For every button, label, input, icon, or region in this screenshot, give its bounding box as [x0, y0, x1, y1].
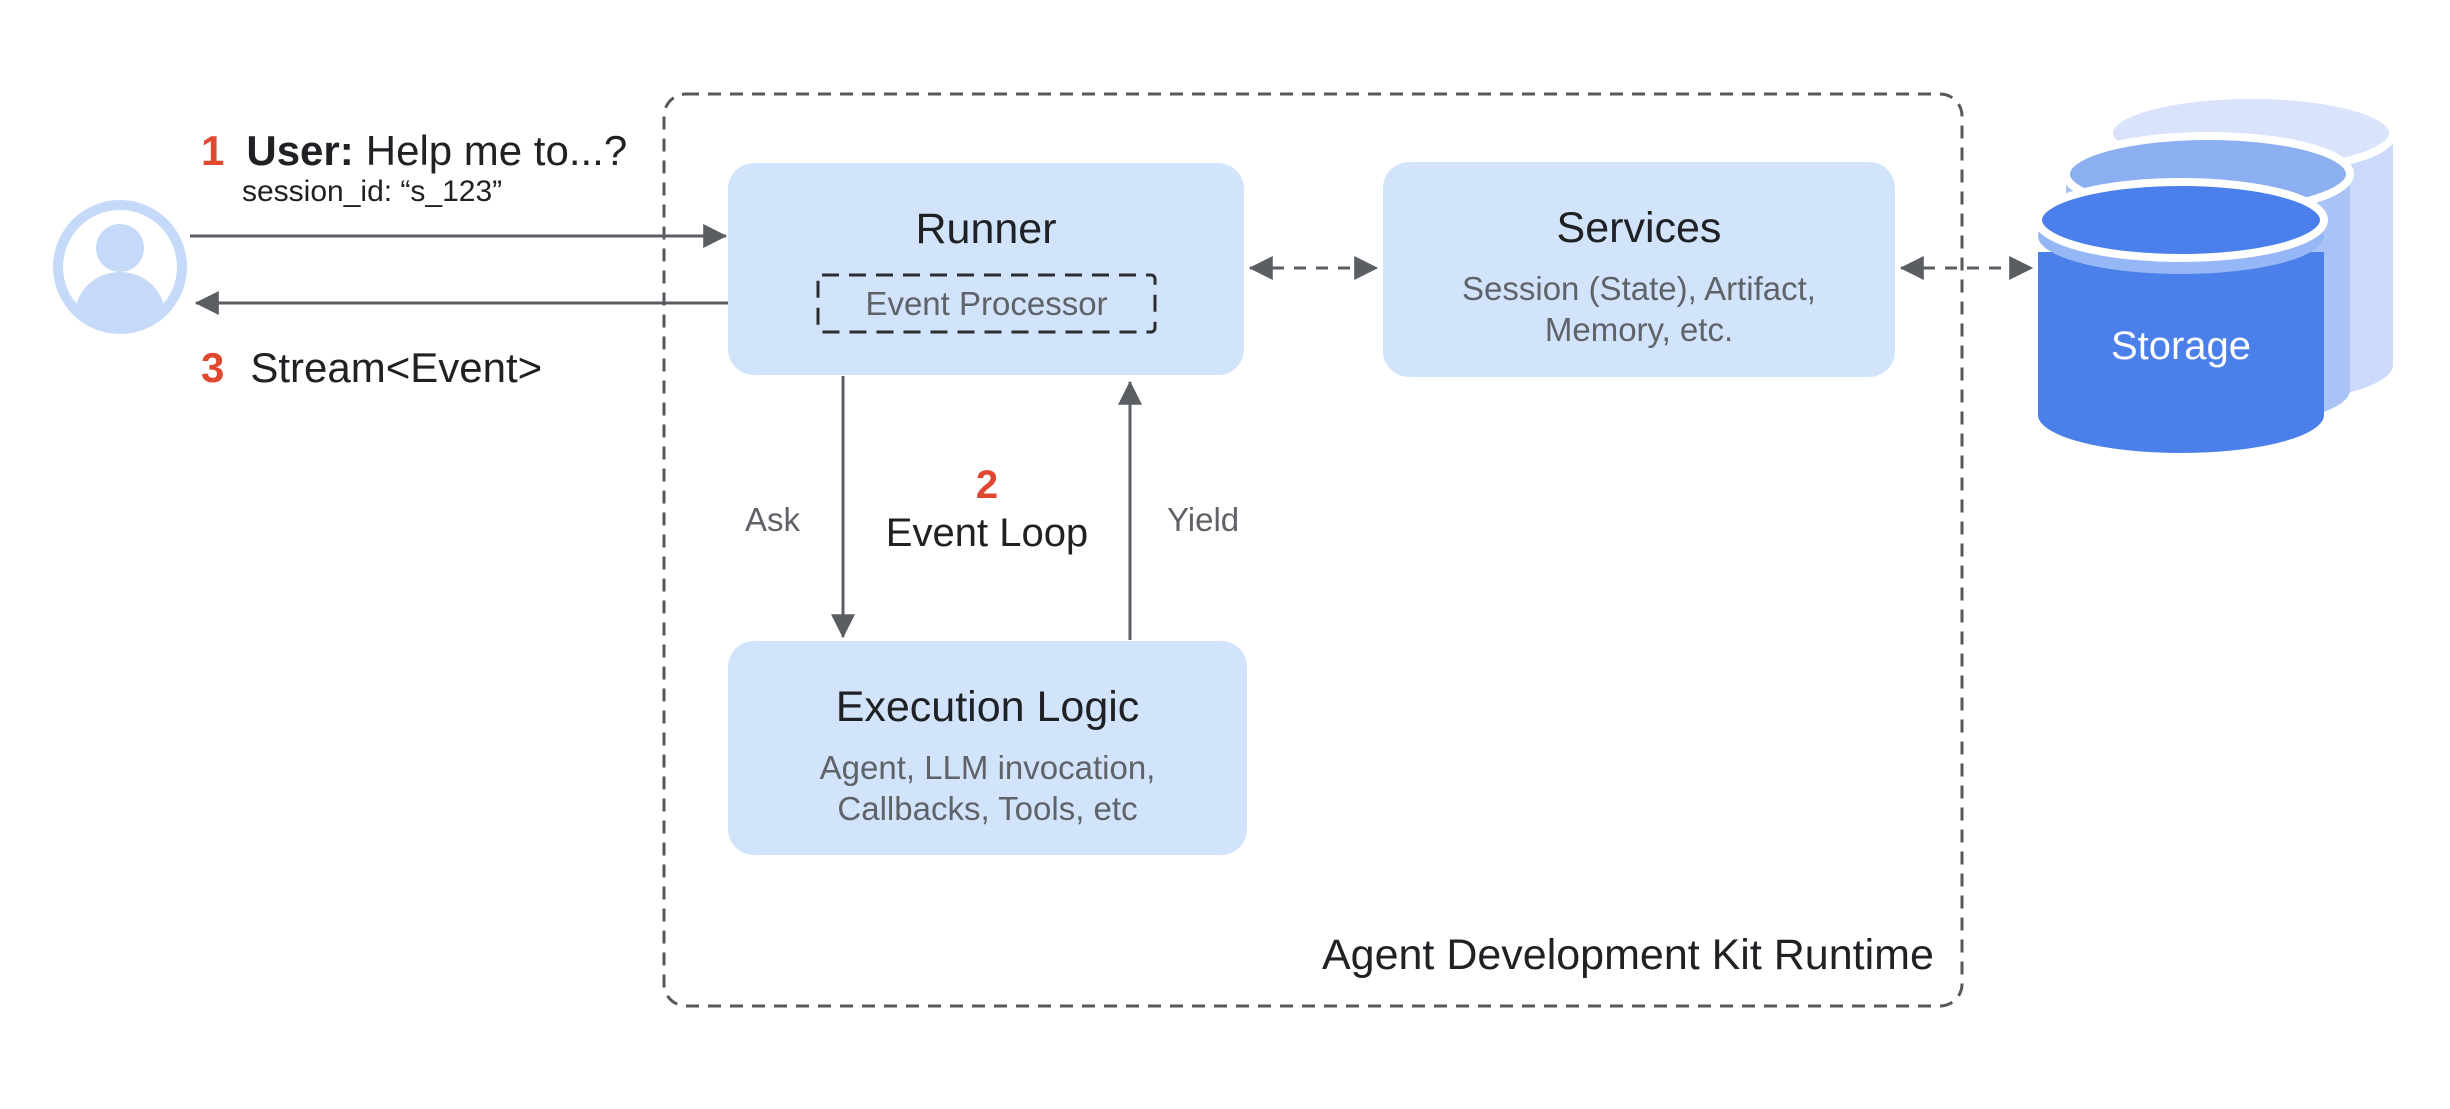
- runner-title: Runner: [915, 205, 1057, 253]
- services-box: Services Session (State), Artifact, Memo…: [1383, 162, 1895, 377]
- storage-front-cylinder-top: [2034, 178, 2328, 262]
- ask-edge-label: Ask: [744, 501, 800, 538]
- services-subtitle: Session (State), Artifact, Memory, etc.: [1462, 268, 1816, 350]
- services-subtitle-line1: Session (State), Artifact,: [1462, 270, 1816, 307]
- event-loop-label: Event Loop: [885, 511, 1089, 555]
- user-avatar-shoulders: [75, 272, 165, 324]
- runtime-title: Agent Development Kit Runtime: [1322, 931, 1934, 979]
- stream-event-label: 3 Stream<Event>: [201, 343, 542, 393]
- execution-logic-subtitle-line1: Agent, LLM invocation,: [819, 749, 1156, 786]
- event-processor-label: Event Processor: [865, 284, 1108, 322]
- step1-actor: User:: [246, 127, 354, 174]
- services-title: Services: [1556, 204, 1722, 252]
- runner-box: Runner: [728, 163, 1244, 375]
- execution-logic-box: Execution Logic Agent, LLM invocation, C…: [728, 641, 1247, 855]
- database-cylinders-icon: [2034, 91, 2397, 453]
- yield-edge-label: Yield: [1167, 501, 1240, 538]
- storage-middle-cylinder-wall: [2066, 174, 2350, 428]
- step1-text: Help me to...?: [365, 127, 628, 174]
- step1-number: 1: [201, 127, 225, 174]
- session-id-label: session_id: “s_123”: [242, 175, 503, 208]
- event-loop-step-number: 2: [975, 463, 999, 507]
- storage-label: Storage: [2110, 324, 2252, 368]
- user-avatar-head: [96, 224, 144, 272]
- execution-logic-subtitle: Agent, LLM invocation, Callbacks, Tools,…: [820, 747, 1156, 829]
- user-avatar-icon: [53, 200, 187, 334]
- storage-back-cylinder-top: [2105, 91, 2397, 175]
- step3-text: Stream<Event>: [250, 344, 543, 391]
- storage-front-cylinder-band: [2038, 198, 2324, 274]
- services-subtitle-line2: Memory, etc.: [1544, 311, 1734, 348]
- event-loop-block: 2 Event Loop: [827, 462, 1147, 558]
- execution-logic-subtitle-line2: Callbacks, Tools, etc: [837, 790, 1138, 827]
- storage-middle-cylinder-top: [2062, 132, 2354, 216]
- step3-number: 3: [201, 344, 225, 391]
- user-request-label: 1 User:Help me to...?: [201, 126, 627, 176]
- execution-logic-title: Execution Logic: [835, 683, 1140, 731]
